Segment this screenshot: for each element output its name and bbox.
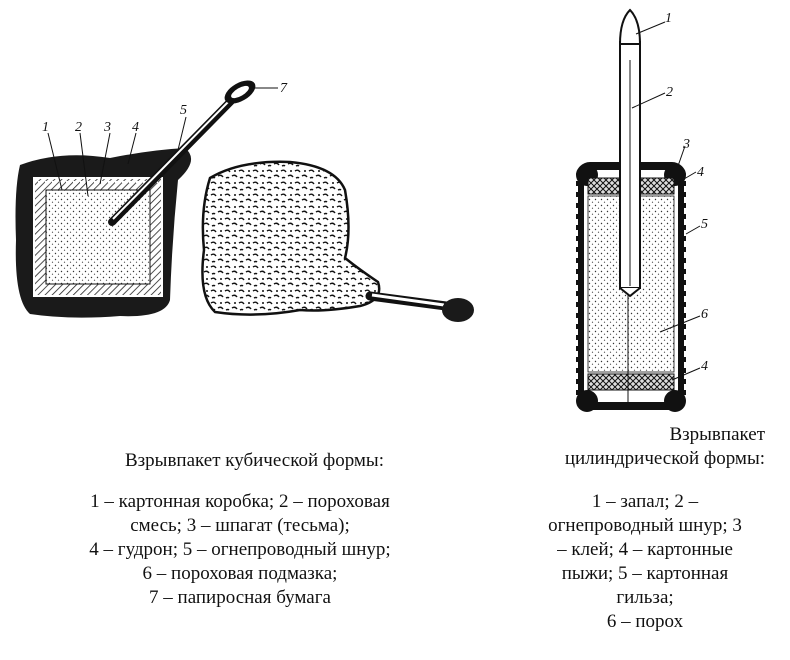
callout-7: 7 bbox=[280, 81, 288, 96]
igniter-head bbox=[442, 298, 474, 322]
fuse-cord bbox=[108, 96, 236, 226]
legend-cubic-line: 6 – пороховая подмазка; bbox=[142, 563, 338, 584]
callout-1: 1 bbox=[665, 11, 672, 26]
wad-bottom bbox=[587, 373, 675, 391]
callout-4-bottom: 4 bbox=[701, 359, 708, 374]
legend-cylindrical-line: огнепроводный шнур; 3 bbox=[548, 515, 742, 536]
caption-cubic: Взрывпакет кубической формы: bbox=[125, 449, 384, 473]
glue-bottom-left bbox=[576, 390, 598, 412]
caption-cylindrical: Взрывпакет цилиндрической формы: bbox=[515, 423, 765, 471]
callout-6: 6 bbox=[701, 307, 708, 322]
caption-cubic-text: Взрывпакет кубической формы: bbox=[125, 450, 384, 471]
callout-1: 1 bbox=[42, 120, 49, 135]
explosive-packets-illustration: 1 2 3 4 5 7 bbox=[15, 8, 708, 412]
callout-5: 5 bbox=[180, 103, 187, 118]
legend-cylindrical-line: 6 – порох bbox=[606, 611, 684, 632]
legend-cylindrical: 1 – запал; 2 – огнепроводный шнур; 3 – к… bbox=[510, 490, 780, 634]
cubic-packet-section: 1 2 3 4 5 7 bbox=[15, 80, 288, 318]
callout-4: 4 bbox=[132, 120, 139, 135]
legend-cylindrical-line: гильза; bbox=[616, 587, 674, 608]
legend-cubic-line: 1 – картонная коробка; 2 – пороховая bbox=[90, 491, 390, 512]
paper-wrap bbox=[201, 160, 381, 316]
callout-2: 2 bbox=[666, 85, 673, 100]
legend-cylindrical-line: 1 – запал; 2 – bbox=[591, 491, 699, 512]
glue-bottom-right bbox=[664, 390, 686, 412]
legend-cylindrical-line: пыжи; 5 – картонная bbox=[561, 563, 729, 584]
callout-3: 3 bbox=[682, 137, 690, 152]
igniter-tip bbox=[618, 8, 642, 45]
legend-cubic-line: 4 – гудрон; 5 – огнепроводный шнур; bbox=[89, 539, 391, 560]
callout-2: 2 bbox=[75, 120, 82, 135]
caption-cylindrical-line-2: цилиндрической формы: bbox=[564, 448, 765, 469]
legend-cubic-line: 7 – папиросная бумага bbox=[149, 587, 331, 608]
cylindrical-packet: 1 2 3 4 5 6 4 bbox=[576, 8, 708, 412]
callout-5: 5 bbox=[701, 217, 708, 232]
legend-cubic: 1 – картонная коробка; 2 – пороховая сме… bbox=[10, 490, 470, 610]
caption-cylindrical-line-1: Взрывпакет bbox=[669, 424, 765, 445]
callout-3: 3 bbox=[103, 120, 111, 135]
legend-cylindrical-line: – клей; 4 – картонные bbox=[557, 539, 733, 560]
callout-4-top: 4 bbox=[697, 165, 704, 180]
legend-cubic-line: смесь; 3 – шпагат (тесьма); bbox=[130, 515, 350, 536]
cubic-packet-wrapped bbox=[201, 160, 474, 322]
